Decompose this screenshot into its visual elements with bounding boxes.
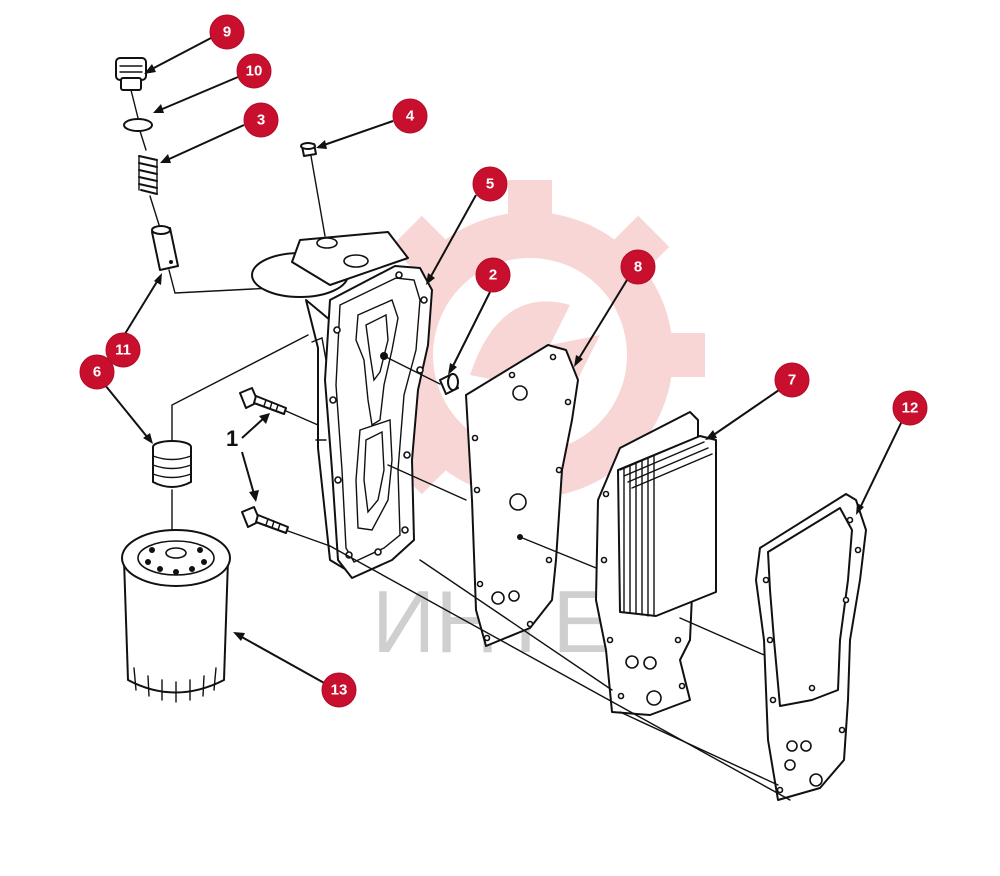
oil-filter [121, 529, 231, 703]
callout-5: 5 [472, 166, 508, 202]
element-gasket [755, 493, 867, 801]
callout-10: 10 [236, 53, 272, 89]
bolt-arrow-down-head [249, 490, 259, 502]
svg-text:6: 6 [93, 364, 101, 381]
callout-4: 4 [392, 98, 428, 134]
o-ring [123, 118, 153, 132]
svg-text:10: 10 [246, 63, 263, 80]
drain-plug [439, 373, 459, 395]
bolt-arrow-up [241, 417, 265, 439]
svg-text:12: 12 [902, 400, 919, 417]
bolt-label: 1 [226, 426, 238, 451]
callout-9: 9 [209, 14, 245, 50]
svg-text:2: 2 [489, 267, 497, 284]
filter-adapter [152, 440, 192, 488]
upper-bolt-axis-line [285, 410, 319, 426]
drain-plug-axis-line [383, 355, 441, 385]
adapter-path-line [171, 334, 309, 441]
mounting-bolt-upper [239, 387, 287, 415]
core-axis-line [519, 536, 607, 573]
alignment-line-a [329, 545, 791, 801]
svg-text:13: 13 [331, 682, 348, 699]
small-bolt-axis-line [310, 155, 326, 237]
small-bolt [300, 142, 317, 157]
svg-text:9: 9 [223, 24, 231, 41]
bolt-arrow-up-head [259, 413, 270, 424]
plug-axis-line [130, 89, 139, 119]
relief-valve-plunger [151, 225, 179, 271]
callout-12: 12 [892, 390, 928, 426]
relief-valve-plug [115, 57, 147, 91]
o-ring-axis-line [139, 130, 147, 151]
lower-bolt-axis-line [287, 530, 331, 547]
callout-8: 8 [620, 249, 656, 285]
leader-lines [104, 37, 903, 685]
callout-6: 6 [79, 354, 115, 390]
gasket-axis-line [387, 464, 467, 501]
callout-11: 11 [105, 332, 141, 368]
svg-text:5: 5 [486, 176, 494, 193]
bolt-arrow-down [241, 451, 255, 495]
alignment-line-b [419, 559, 613, 691]
relief-valve-spring [138, 155, 158, 195]
mounting-bolt-lower [241, 506, 289, 534]
svg-text:8: 8 [634, 259, 642, 276]
svg-text:11: 11 [115, 342, 131, 359]
svg-text:3: 3 [257, 112, 265, 129]
alignment-line-c [619, 711, 779, 786]
cooler-element [595, 411, 717, 716]
svg-text:4: 4 [406, 108, 415, 125]
svg-text:7: 7 [788, 372, 796, 389]
callout-3: 3 [243, 102, 279, 138]
cooler-gasket [465, 344, 579, 647]
callout-2: 2 [475, 257, 511, 293]
callout-13: 13 [321, 672, 357, 708]
callout-7: 7 [774, 362, 810, 398]
oil-cooler-housing [251, 231, 433, 579]
spring-axis-line [149, 195, 161, 229]
